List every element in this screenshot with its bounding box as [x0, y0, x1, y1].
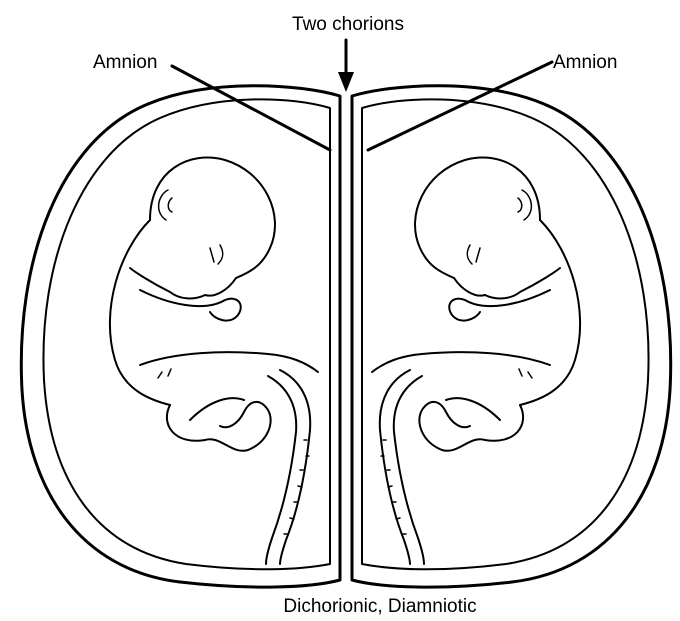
left-chorion-outline: [21, 86, 340, 587]
left-fetus-back: [140, 352, 318, 372]
left-amnion-outline: [43, 99, 330, 569]
right-sac: [352, 86, 671, 587]
arrowhead-chorions: [338, 72, 354, 92]
right-chorion-outline: [352, 86, 671, 587]
left-fetus: [110, 158, 318, 565]
left-fetus-body: [110, 220, 170, 405]
right-cord-markings: [381, 369, 532, 534]
right-fetus-leg: [419, 398, 523, 451]
right-umbilical-cord-a: [380, 370, 410, 564]
right-fetus: [372, 158, 580, 565]
left-fetus-leg: [167, 398, 271, 451]
label-caption: Dichorionic, Diamniotic: [283, 596, 476, 617]
left-umbilical-cord-b: [266, 376, 296, 564]
pointer-amnion-right: [368, 62, 552, 150]
right-fetus-back: [372, 352, 550, 372]
right-fetus-eye: [467, 245, 480, 264]
label-amnion-left: Amnion: [93, 52, 157, 73]
label-two-chorions: Two chorions: [292, 14, 404, 35]
right-fetus-body: [520, 220, 580, 405]
pointer-amnion-left: [172, 66, 330, 150]
right-fetus-head: [415, 158, 540, 279]
left-cord-markings: [158, 369, 309, 534]
label-amnion-right: Amnion: [553, 52, 617, 73]
right-fetus-ear: [518, 190, 531, 220]
right-fetus-arm: [449, 290, 550, 321]
left-fetus-arm: [140, 290, 241, 321]
left-fetus-ear: [159, 190, 172, 220]
right-umbilical-cord-b: [394, 376, 424, 564]
left-fetus-head: [150, 158, 275, 279]
left-sac: [21, 86, 340, 587]
left-fetus-eye: [210, 245, 223, 264]
left-umbilical-cord-a: [280, 370, 310, 564]
